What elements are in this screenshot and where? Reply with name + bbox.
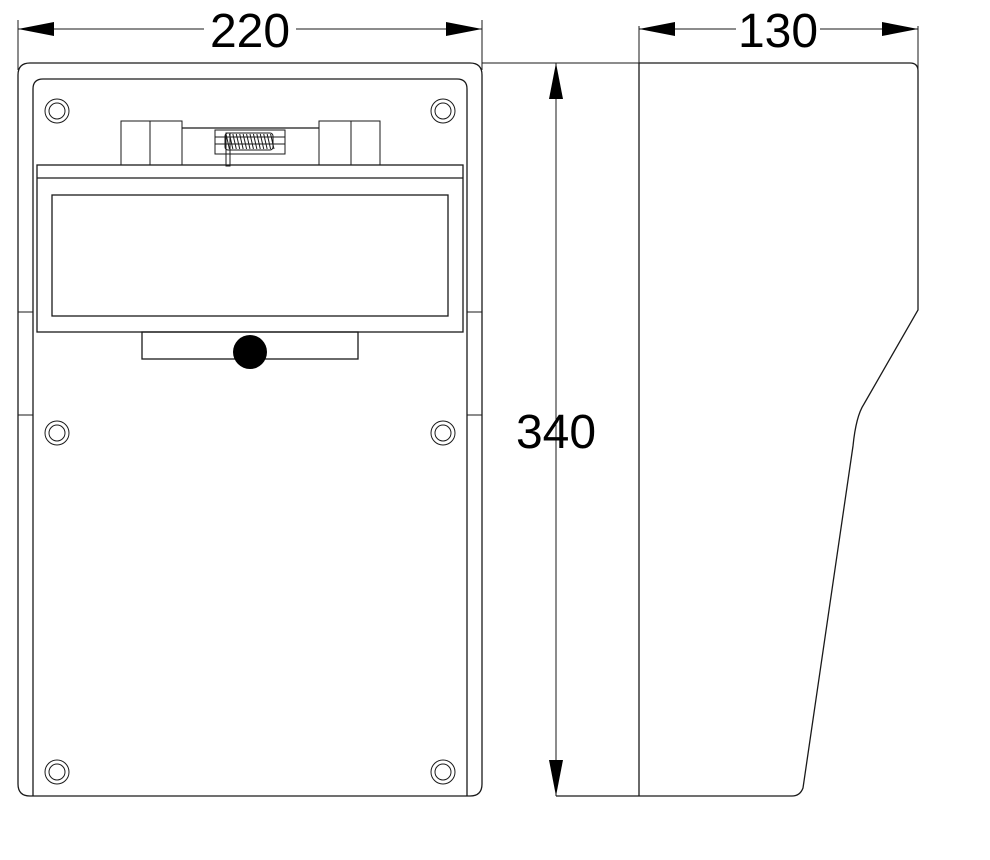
hinge-assembly: [120, 120, 381, 167]
spring-coil: [225, 133, 230, 150]
dimension-width: 220: [17, 5, 483, 70]
spring-coil: [270, 133, 275, 150]
hinge-block-right: [318, 120, 381, 166]
screw-outer-ring: [430, 759, 456, 785]
screw-inner-ring: [48, 424, 66, 442]
screw-inner-ring: [48, 102, 66, 120]
spring-coil: [246, 133, 251, 150]
arrowhead-up-icon: [549, 63, 563, 99]
enclosure-outer-outline: [17, 62, 483, 797]
arrowhead-down-icon: [549, 760, 563, 796]
screw-icon: [44, 420, 70, 446]
screw-outer-ring: [430, 98, 456, 124]
spring-icon: [224, 132, 274, 151]
window-glass: [51, 194, 449, 317]
screw-icon: [44, 759, 70, 785]
mounting-screws: [44, 98, 456, 785]
screw-inner-ring: [434, 424, 452, 442]
dimension-label-background: [736, 23, 820, 35]
screw-inner-ring: [48, 763, 66, 781]
dimension-height-label: 340: [516, 406, 596, 459]
spring-coil: [252, 133, 258, 150]
side-profile-outline: [639, 62, 919, 797]
spring-coil: [232, 133, 237, 150]
hinge-block-left: [120, 120, 183, 166]
screw-inner-ring: [434, 763, 452, 781]
dimension-width-label: 220: [210, 5, 290, 58]
screw-outer-ring: [430, 420, 456, 446]
arrowhead-left-icon: [18, 22, 54, 36]
spring-housing: [214, 129, 286, 155]
screw-outer-ring: [44, 759, 70, 785]
front-view: [17, 62, 483, 797]
spring-coil: [266, 133, 272, 150]
dimension-label-background: [204, 23, 296, 35]
screw-icon: [430, 759, 456, 785]
arrowhead-right-icon: [882, 22, 918, 36]
side-rail-breaks: [18, 311, 482, 416]
spring-coil: [235, 133, 241, 150]
screw-inner-ring: [434, 102, 452, 120]
dimension-depth: 130: [638, 5, 919, 796]
screw-outer-ring: [44, 98, 70, 124]
enclosure-inner-panel: [32, 78, 468, 796]
screw-icon: [44, 98, 70, 124]
spring-coil: [242, 133, 248, 150]
spring-coil: [256, 133, 261, 150]
screw-outer-ring: [44, 420, 70, 446]
latch-knob-icon: [233, 335, 267, 369]
hinge-pin: [225, 132, 231, 167]
arrowhead-right-icon: [446, 22, 482, 36]
dimension-height: 340: [516, 63, 639, 797]
spring-coil: [263, 133, 268, 150]
spring-coil: [249, 133, 254, 150]
screw-icon: [430, 420, 456, 446]
screw-icon: [430, 98, 456, 124]
window-frame: [36, 164, 464, 333]
spring-coil: [259, 133, 265, 150]
spring-coil: [239, 133, 244, 150]
arrowhead-left-icon: [639, 22, 675, 36]
side-view: [482, 62, 919, 797]
dimension-depth-label: 130: [738, 5, 818, 58]
